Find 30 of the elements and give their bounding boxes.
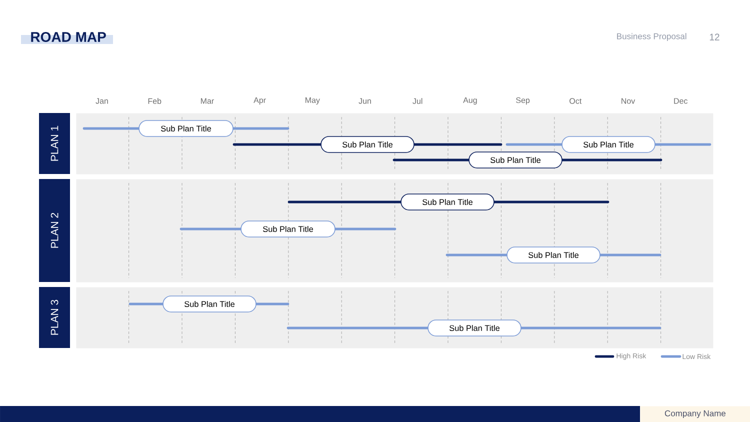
plan-label: PLAN 3 (39, 287, 70, 348)
task-pill: Sub Plan Title (138, 120, 234, 137)
task-pill: Sub Plan Title (400, 194, 494, 210)
task-pill: Sub Plan Title (506, 246, 600, 264)
month-label: Dec (674, 98, 688, 104)
month-label: Jun (358, 98, 371, 104)
task-pill: Sub Plan Title (240, 220, 336, 238)
month-label: May (306, 97, 320, 105)
month-label: Sep (516, 97, 530, 105)
plan-label: PLAN 2 (39, 179, 70, 282)
month-label: Oct (570, 98, 582, 104)
month-label: Jan (96, 98, 108, 104)
title: ROAD MAP (21, 32, 113, 44)
task-pill: Sub Plan Title (162, 296, 256, 312)
month-label: Aug (463, 97, 477, 105)
header-text: Business Proposal (617, 33, 686, 41)
footer-label: Company Name (640, 406, 750, 422)
month-label: Jul (412, 98, 422, 104)
row-band (76, 287, 714, 348)
task-pill: Sub Plan Title (562, 136, 656, 153)
month-label: Feb (148, 98, 162, 104)
page-number: 12 (710, 34, 720, 40)
month-label: Mar (200, 98, 214, 104)
month-label: Nov (622, 98, 636, 104)
row-band (76, 179, 714, 282)
task-pill: Sub Plan Title (320, 136, 414, 153)
plan-label: PLAN 1 (39, 113, 70, 174)
task-pill: Sub Plan Title (428, 320, 522, 336)
month-label: Apr (254, 97, 266, 105)
task-pill: Sub Plan Title (468, 152, 562, 168)
